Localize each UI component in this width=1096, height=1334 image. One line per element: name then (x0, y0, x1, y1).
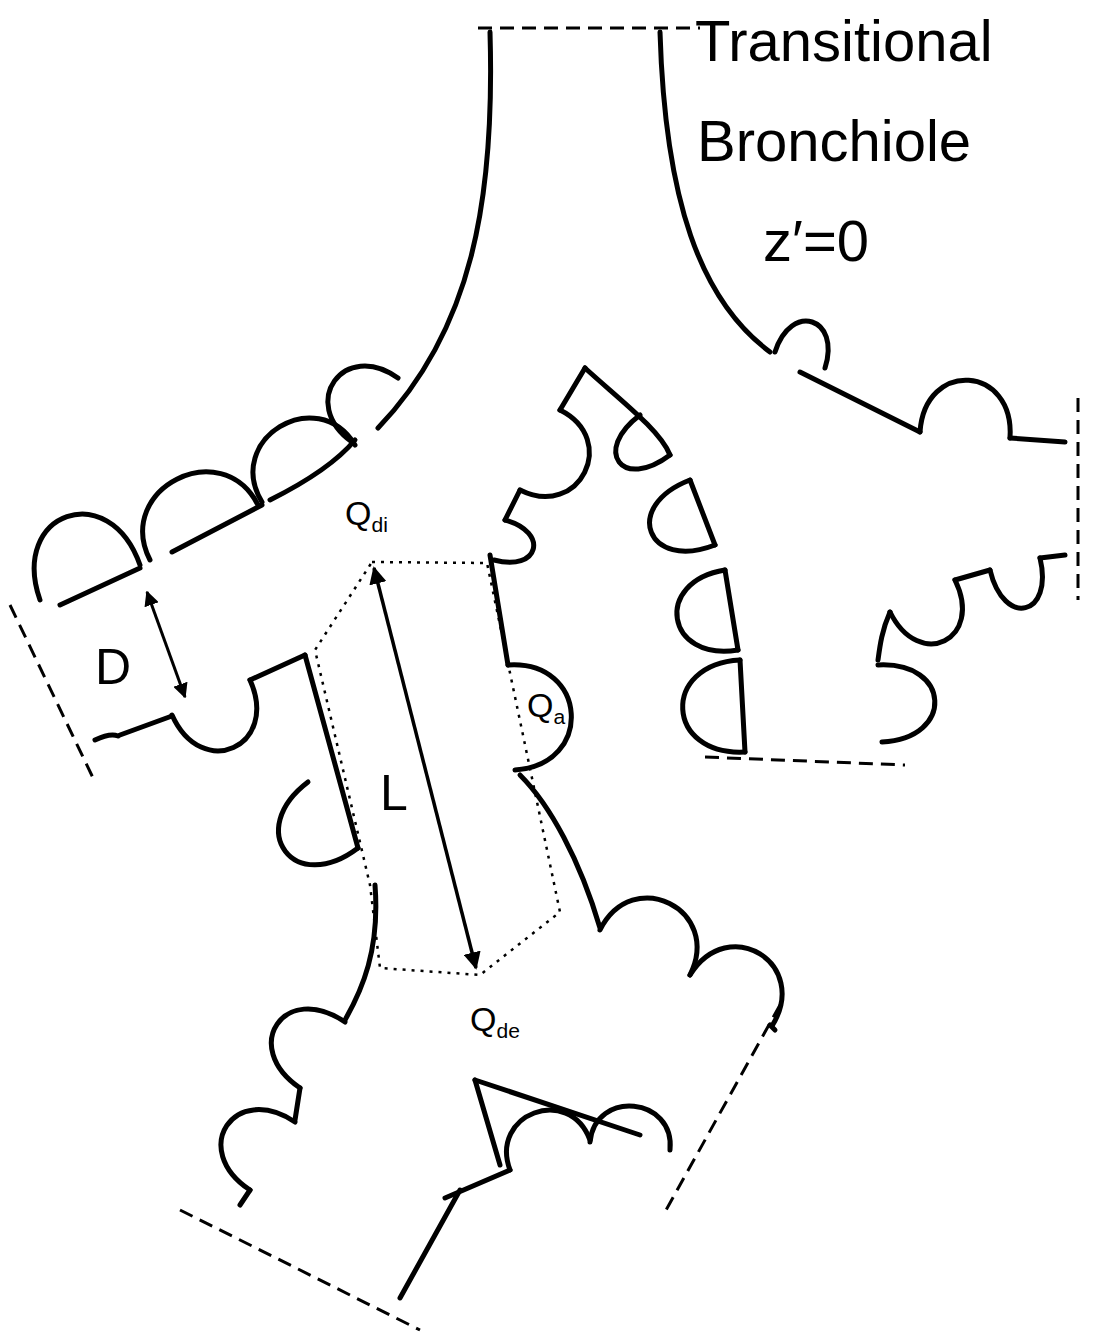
alveolus (508, 665, 571, 770)
airway-walls (60, 32, 1065, 1298)
flow-symbol: Qdi (345, 496, 388, 530)
alveolus (34, 514, 140, 600)
alveolus (520, 410, 589, 497)
alveolus (172, 680, 257, 751)
dimension-label: L (380, 768, 408, 818)
alveolus (221, 1110, 295, 1190)
alveolus (650, 480, 715, 551)
alveolus (616, 415, 670, 469)
length-arrow (374, 568, 476, 968)
flow-symbol: Qde (470, 1002, 520, 1036)
alveolus (690, 947, 782, 1026)
alveolus (677, 570, 738, 651)
dimension-label: D (95, 642, 131, 692)
alveolus (600, 898, 697, 975)
alveolus (920, 380, 1010, 438)
alveolus (494, 520, 534, 562)
cut-lines (10, 28, 1078, 1330)
control-volume (315, 562, 560, 975)
alveolus (890, 580, 962, 644)
alveolus (507, 1110, 590, 1170)
alveolus (271, 1009, 345, 1088)
alveoli (34, 321, 1042, 1190)
alveolus (878, 665, 935, 742)
flow-symbol: Qa (527, 688, 565, 722)
region-label: Transitional (695, 12, 993, 70)
alveolus (279, 782, 358, 865)
alveolus (328, 366, 398, 442)
alveolus (590, 1106, 670, 1150)
alveolus (775, 321, 828, 368)
region-label: z′=0 (763, 212, 869, 270)
alveolus (990, 558, 1042, 608)
region-label: Bronchiole (697, 112, 971, 170)
alveolus (143, 472, 258, 560)
diameter-arrow (147, 592, 185, 697)
alveolus (683, 660, 745, 752)
